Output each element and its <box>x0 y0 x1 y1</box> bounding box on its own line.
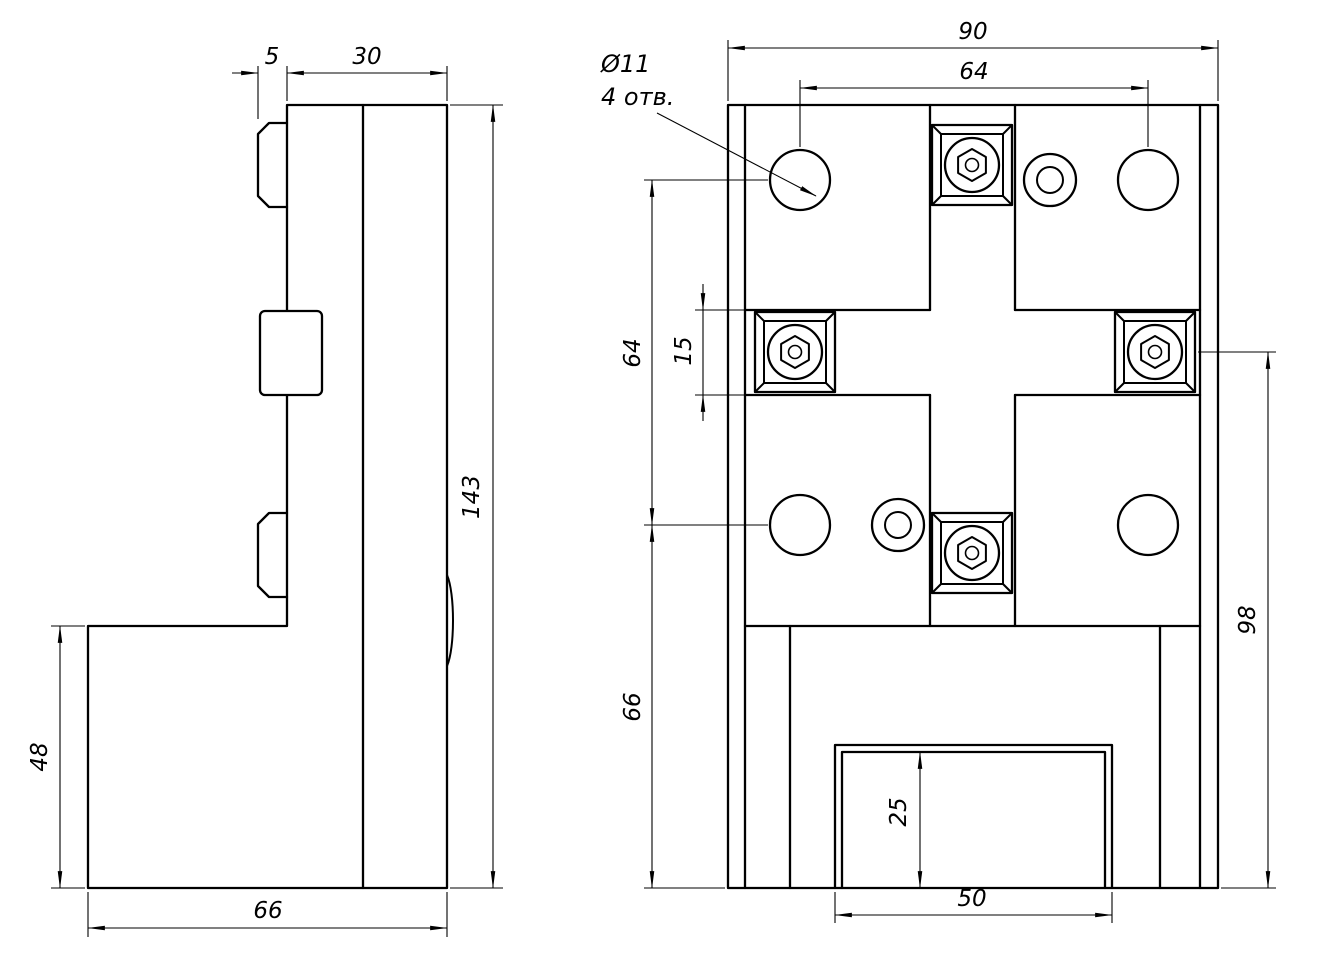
counterbore-hole-top <box>1022 152 1078 208</box>
boss-inner-square <box>763 320 827 384</box>
dim-64-vertical: 64 <box>620 179 768 526</box>
boss-chamfer <box>1002 583 1013 594</box>
hex-socket-icon <box>780 335 810 369</box>
counterbore-hole-bottom <box>870 497 926 553</box>
boss-chamfer <box>754 311 765 322</box>
boss-chamfer <box>1002 195 1013 206</box>
callout-hole-count: 4 отв. <box>601 83 674 111</box>
dim-label-64-vertical: 64 <box>620 338 646 367</box>
hex-socket-icon <box>1140 335 1170 369</box>
cross-channel <box>743 103 1202 628</box>
screw-center <box>964 545 980 561</box>
callout-diameter: Ø11 <box>600 50 650 78</box>
boss-chamfer <box>1185 311 1196 322</box>
boss-chamfer <box>1002 124 1013 135</box>
dim-143: 143 <box>450 104 503 889</box>
hole-bottom-right <box>1116 493 1180 557</box>
hex-socket-icon <box>957 148 987 182</box>
boss-chamfer <box>1002 512 1013 523</box>
counterbore-inner <box>884 511 912 539</box>
screw-center <box>787 344 803 360</box>
dim-label-25: 25 <box>886 797 912 826</box>
screw-head <box>943 136 1001 194</box>
boss-chamfer <box>825 311 836 322</box>
side-view-dimensions: 5 30 143 48 <box>27 44 503 937</box>
leader-line <box>656 112 817 197</box>
hole-top-left <box>768 148 832 212</box>
boss-chamfer <box>1114 311 1125 322</box>
dim-15: 15 <box>671 284 745 421</box>
hole-callout: Ø11 4 отв. <box>600 50 817 197</box>
dim-label-143: 143 <box>459 475 485 519</box>
dim-label-66-front: 66 <box>620 692 646 721</box>
dim-90: 90 <box>727 19 1219 101</box>
boss-chamfer <box>931 512 942 523</box>
base-section <box>743 624 1202 890</box>
dim-66-front: 66 <box>620 524 725 889</box>
dim-50: 50 <box>834 886 1113 923</box>
dim-label-98: 98 <box>1235 605 1261 634</box>
dim-48: 48 <box>27 625 85 889</box>
dim-30: 30 <box>286 44 448 101</box>
screw-center <box>964 157 980 173</box>
front-outline <box>726 103 1220 890</box>
side-view-geometry <box>86 103 454 890</box>
dim-5: 5 <box>232 44 288 119</box>
notch-outer-edge <box>833 743 1114 890</box>
dim-label-64-horizontal: 64 <box>959 59 988 85</box>
boss-chamfer <box>931 583 942 594</box>
screw-boss-bottom <box>930 511 1014 595</box>
screw-head <box>766 323 824 381</box>
screw-boss-top <box>930 123 1014 207</box>
dim-label-15: 15 <box>671 336 697 365</box>
boss-inner-square <box>1123 320 1187 384</box>
boss-chamfer <box>931 195 942 206</box>
boss-chamfer <box>931 124 942 135</box>
hole-top-right <box>1116 148 1180 212</box>
side-top-boss-profile <box>256 121 289 209</box>
boss-chamfer <box>1185 382 1196 393</box>
dim-label-66-side: 66 <box>253 898 282 924</box>
notch-inner-edge <box>840 750 1107 890</box>
dim-label-30: 30 <box>352 44 381 70</box>
dim-64-horizontal: 64 <box>799 59 1149 147</box>
dim-label-50: 50 <box>957 886 986 912</box>
boss-inner-square <box>940 133 1004 197</box>
dim-label-48: 48 <box>27 742 53 771</box>
front-view-dimensions: 90 64 Ø11 4 отв. 64 <box>600 19 1276 923</box>
hole-bottom-left <box>768 493 832 557</box>
side-view: 5 30 143 48 <box>27 44 503 937</box>
boss-chamfer <box>825 382 836 393</box>
screw-head <box>1126 323 1184 381</box>
dim-98: 98 <box>1198 351 1276 889</box>
dim-label-5: 5 <box>265 44 280 70</box>
counterbore-inner <box>1036 166 1064 194</box>
dim-label-90: 90 <box>958 19 987 45</box>
screw-center <box>1147 344 1163 360</box>
hex-socket-icon <box>957 536 987 570</box>
screw-boss-left <box>753 310 837 394</box>
screw-boss-right <box>1113 310 1197 394</box>
boss-chamfer <box>754 382 765 393</box>
dim-66-side: 66 <box>87 892 448 937</box>
boss-chamfer <box>1114 382 1125 393</box>
dim-25: 25 <box>886 751 923 889</box>
screw-head <box>943 524 1001 582</box>
front-view-geometry <box>726 103 1220 890</box>
side-middle-key-block <box>258 309 324 397</box>
front-view: 90 64 Ø11 4 отв. 64 <box>600 19 1276 923</box>
side-profile-outline <box>86 103 449 890</box>
side-bottom-boss-profile <box>256 511 289 599</box>
side-edge-detail <box>446 574 454 667</box>
boss-inner-square <box>940 521 1004 585</box>
